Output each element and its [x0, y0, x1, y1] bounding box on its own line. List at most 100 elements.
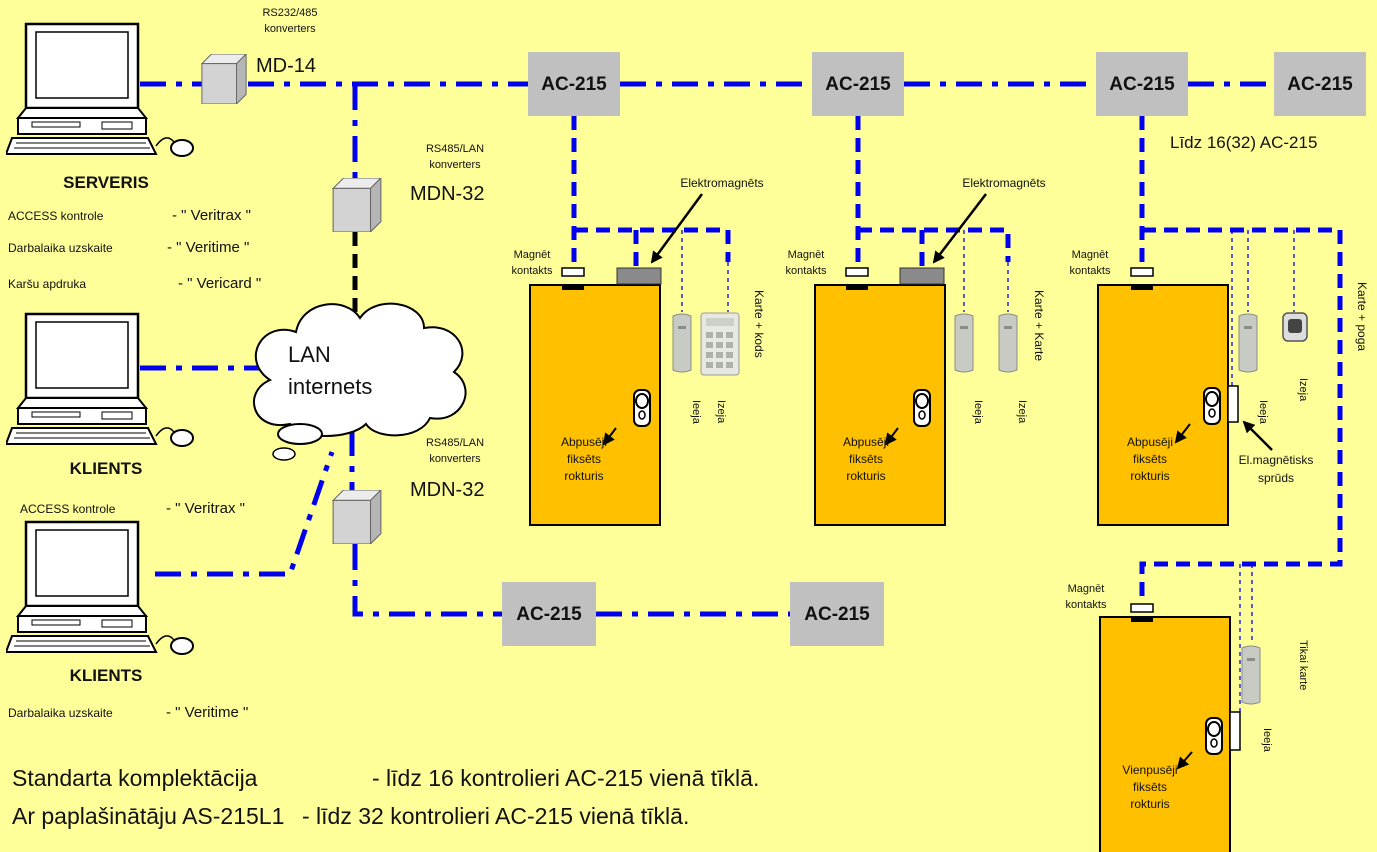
door-2-exit-reader-icon [998, 313, 1018, 373]
controller-label: AC-215 [516, 604, 582, 625]
door-2-contact-strip [846, 284, 868, 290]
door-4-contact-line-1: Magnēt [1068, 583, 1105, 595]
door-1-assembly: Magnēt kontakts Elektromagnēts Abpusēji … [512, 116, 766, 526]
mdn-top-caption-line-2: konverters [429, 159, 481, 171]
client2-lan-line [155, 451, 335, 577]
controllers-top: AC-215 AC-215 AC-215 AC-215 Līdz 16(32) … [528, 52, 1366, 152]
footer-notes: Standarta komplektācija - līdz 16 kontro… [12, 765, 759, 829]
mdn-bottom-converter-icon [332, 490, 382, 544]
door-1-contact-line-2: kontakts [512, 265, 553, 277]
door-3-handle-line-3: rokturis [1130, 469, 1169, 483]
door-2-handle-line-2: fiksēts [849, 452, 883, 466]
door-4-entry-reader-icon [1241, 645, 1261, 705]
controller-box [812, 52, 904, 116]
client-2-line-value: - " Veritime " [166, 704, 248, 721]
door-2-magnetic-contact-icon [845, 267, 869, 277]
door-2-electromagnet-icon [899, 267, 945, 285]
mdn-bottom-bus-line [352, 544, 502, 617]
door-3-handle-line-1: Abpusēji [1127, 435, 1173, 449]
md14-caption-line-1: RS232/485 [262, 7, 317, 19]
door-3-assembly: Magnēt kontakts Abpusēji fiksēts rokturi… [1070, 116, 1369, 604]
controller-label: AC-215 [804, 604, 870, 625]
mdn-bottom-caption-line-1: RS485/LAN [426, 437, 484, 449]
door-2-wiring-bus [858, 227, 1011, 262]
footer-line-2-left: Ar paplašinātāju AS-215L1 [12, 803, 284, 829]
door-3-handle-icon [1203, 387, 1221, 425]
mdn-top-model: MDN-32 [410, 183, 484, 205]
controllers-bottom: AC-215 AC-215 [502, 582, 884, 646]
door-1-electromagnet-icon [616, 267, 662, 285]
door-2-handle-icon [913, 389, 931, 427]
controller-label: AC-215 [1287, 74, 1353, 95]
server-line-2-label: Darbalaika uzskaite [8, 241, 113, 255]
door-3-strike-line-1: El.magnētisks [1239, 453, 1314, 467]
door-3-exit-button-icon [1282, 312, 1308, 342]
door-2-exit-label: Izeja [1016, 400, 1028, 424]
door-3-strike-line-2: sprūds [1258, 471, 1294, 485]
door-1-electromagnet-label: Elektromagnēts [680, 176, 763, 190]
door-1-handle-line-2: fiksēts [567, 452, 601, 466]
door-1-magnetic-contact-icon [561, 267, 585, 277]
door-3-handle-line-2: fiksēts [1133, 452, 1167, 466]
door-3-wiring-bus [1139, 227, 1343, 604]
controller-label: AC-215 [541, 74, 607, 95]
mdn-top-converter: RS485/LAN konverters MDN-32 [332, 143, 484, 232]
server-line-3-label: Karšu apdruka [8, 277, 86, 291]
door-4-strike-icon [1229, 711, 1241, 751]
door-3-strike-icon [1227, 385, 1239, 423]
footer-line-1-left: Standarta komplektācija [12, 765, 258, 791]
door-1-handle-icon [633, 389, 651, 427]
door-4-handle-icon [1205, 717, 1223, 755]
lan-internet-cloud: LAN internets [253, 302, 467, 461]
door-1-handle-line-1: Abpusēji [561, 435, 607, 449]
client-2-computer-icon [6, 520, 195, 656]
footer-line-2-right: - līdz 32 kontrolieri AC-215 vienā tīklā… [302, 803, 689, 829]
door-3-magnetic-contact-icon [1130, 267, 1154, 277]
door-4-mode-label: Tikai karte [1297, 640, 1309, 690]
controller-box [528, 52, 620, 116]
mdn-bottom-caption-line-2: konverters [429, 453, 481, 465]
controller-box [502, 582, 596, 646]
door-1-wiring-bus [574, 227, 731, 262]
door-4-handle-arrow [1176, 751, 1193, 770]
mdn-top-caption-line-1: RS485/LAN [426, 143, 484, 155]
door-3-contact-line-2: kontakts [1070, 265, 1111, 277]
door-1-handle-arrow [602, 427, 617, 446]
client-2-line-label: Darbalaika uzskaite [8, 706, 113, 720]
bus-lines [140, 81, 1274, 617]
door-3-strike-arrow [1242, 420, 1273, 451]
md14-caption-line-2: konverters [264, 23, 316, 35]
client-2-computer: KLIENTS Darbalaika uzskaite - " Veritime… [6, 520, 248, 721]
door-4-assembly: Magnēt kontakts Vienpusēji fiksēts roktu… [1066, 564, 1309, 852]
server-line-3-value: - " Vericard " [178, 275, 261, 292]
mdn-top-converter-icon [332, 178, 382, 232]
client-1-computer: KLIENTS ACCESS kontrole - " Veritrax " [6, 312, 245, 517]
door-4-contact-strip [1131, 616, 1153, 622]
door-2-handle-arrow [884, 427, 899, 446]
door-4-entry-label: Ieeja [1261, 728, 1273, 753]
md14-converter: RS232/485 konverters MD-14 [201, 7, 318, 104]
cloud-icon [253, 302, 467, 437]
door-2-electromagnet-label: Elektromagnēts [962, 176, 1045, 190]
controller-box [790, 582, 884, 646]
door-2-electromagnet-arrow [932, 193, 987, 264]
door-3-contact-strip [1131, 284, 1153, 290]
door-2-mode-label: Karte + Karte [1032, 290, 1046, 361]
door-2-handle-line-1: Abpusēji [843, 435, 889, 449]
door-3-exit-label: Izeja [1297, 378, 1309, 402]
md14-model: MD-14 [256, 55, 316, 77]
door-4-magnetic-contact-icon [1130, 603, 1154, 613]
server-computer: SERVERIS ACCESS kontrole - " Veritrax " … [6, 22, 261, 292]
cloud-label-line-2: internets [288, 374, 372, 399]
mdn-bottom-converter: RS485/LAN konverters MDN-32 [332, 437, 484, 544]
cloud-bubble-small [272, 447, 296, 461]
door-1-exit-label: Izeja [715, 400, 727, 424]
controller-limit-note: Līdz 16(32) AC-215 [1170, 133, 1317, 152]
door-1-contact-strip [562, 284, 584, 290]
controller-box [1274, 52, 1366, 116]
mdn-bottom-model: MDN-32 [410, 479, 484, 501]
controller-label: AC-215 [1109, 74, 1175, 95]
client-1-line-value: - " Veritrax " [166, 500, 245, 517]
md14-converter-icon [201, 54, 247, 104]
